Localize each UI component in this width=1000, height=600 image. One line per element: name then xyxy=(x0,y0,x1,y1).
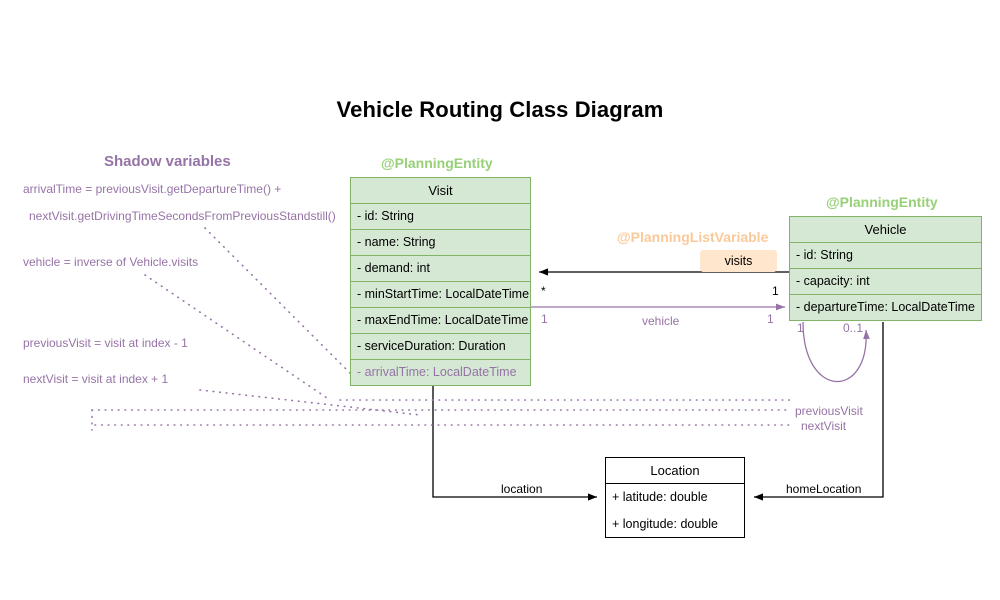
edge-label-home-location: homeLocation xyxy=(786,482,862,496)
edge-label-location: location xyxy=(501,482,543,496)
edge-label-vehicle: vehicle xyxy=(642,314,680,328)
class-location-name: Location xyxy=(606,458,744,484)
shadow-note-vehicle: vehicle = inverse of Vehicle.visits xyxy=(23,255,199,269)
class-vehicle-attr-capacity: - capacity: int xyxy=(790,269,981,295)
class-visit-attr-min-start-time: - minStartTime: LocalDateTime xyxy=(351,282,530,308)
edge-label-self-loop-source-multiplicity: 1 xyxy=(797,321,804,335)
class-visit-attr-max-end-time: - maxEndTime: LocalDateTime xyxy=(351,308,530,334)
class-location-attr-latitude: + latitude: double xyxy=(606,484,744,511)
class-box-visit[interactable]: Visit - id: String - name: String - dema… xyxy=(350,177,531,386)
class-vehicle-attr-departure-time: - departureTime: LocalDateTime xyxy=(790,295,981,321)
shadow-note-next-visit: nextVisit = visit at index + 1 xyxy=(23,372,169,386)
edge-label-self-loop-target-multiplicity: 0..1 xyxy=(843,321,864,335)
edge-label-visits-source-multiplicity: * xyxy=(541,284,546,298)
page-title: Vehicle Routing Class Diagram xyxy=(336,97,664,122)
class-vehicle-attr-id: - id: String xyxy=(790,243,981,269)
shadow-note-arrival-time-line2: nextVisit.getDrivingTimeSecondsFromPrevi… xyxy=(29,209,336,223)
stereotype-vehicle-planning-entity: @PlanningEntity xyxy=(826,194,938,210)
edge-location xyxy=(432,385,597,501)
class-box-vehicle[interactable]: Vehicle - id: String - capacity: int - d… xyxy=(789,216,982,321)
class-visit-attr-arrival-time: - arrivalTime: LocalDateTime xyxy=(351,360,530,386)
shadow-note-arrival-time-line1: arrivalTime = previousVisit.getDeparture… xyxy=(23,182,282,196)
class-visit-attr-name: - name: String xyxy=(351,230,530,256)
shadow-variables-heading: Shadow variables xyxy=(104,153,231,170)
class-vehicle-name: Vehicle xyxy=(790,217,981,243)
class-visit-attr-demand: - demand: int xyxy=(351,256,530,282)
class-box-location[interactable]: Location + latitude: double + longitude:… xyxy=(605,457,745,538)
edge-label-visits-target-multiplicity: 1 xyxy=(772,284,779,298)
edge-label-previous-visit: previousVisit xyxy=(795,404,863,418)
shadow-note-previous-visit: previousVisit = visit at index - 1 xyxy=(23,336,188,350)
class-visit-name: Visit xyxy=(351,178,530,204)
edge-label-vehicle-source-multiplicity: 1 xyxy=(541,312,548,326)
badge-visits[interactable]: visits xyxy=(700,250,777,272)
stereotype-visit-planning-entity: @PlanningEntity xyxy=(381,155,493,171)
class-visit-attr-id: - id: String xyxy=(351,204,530,230)
edge-label-next-visit: nextVisit xyxy=(801,419,847,433)
class-location-attr-longitude: + longitude: double xyxy=(606,511,744,538)
stereotype-planning-list-variable: @PlanningListVariable xyxy=(617,229,769,245)
class-visit-attr-service-duration: - serviceDuration: Duration xyxy=(351,334,530,360)
edge-label-vehicle-target-multiplicity: 1 xyxy=(767,312,774,326)
